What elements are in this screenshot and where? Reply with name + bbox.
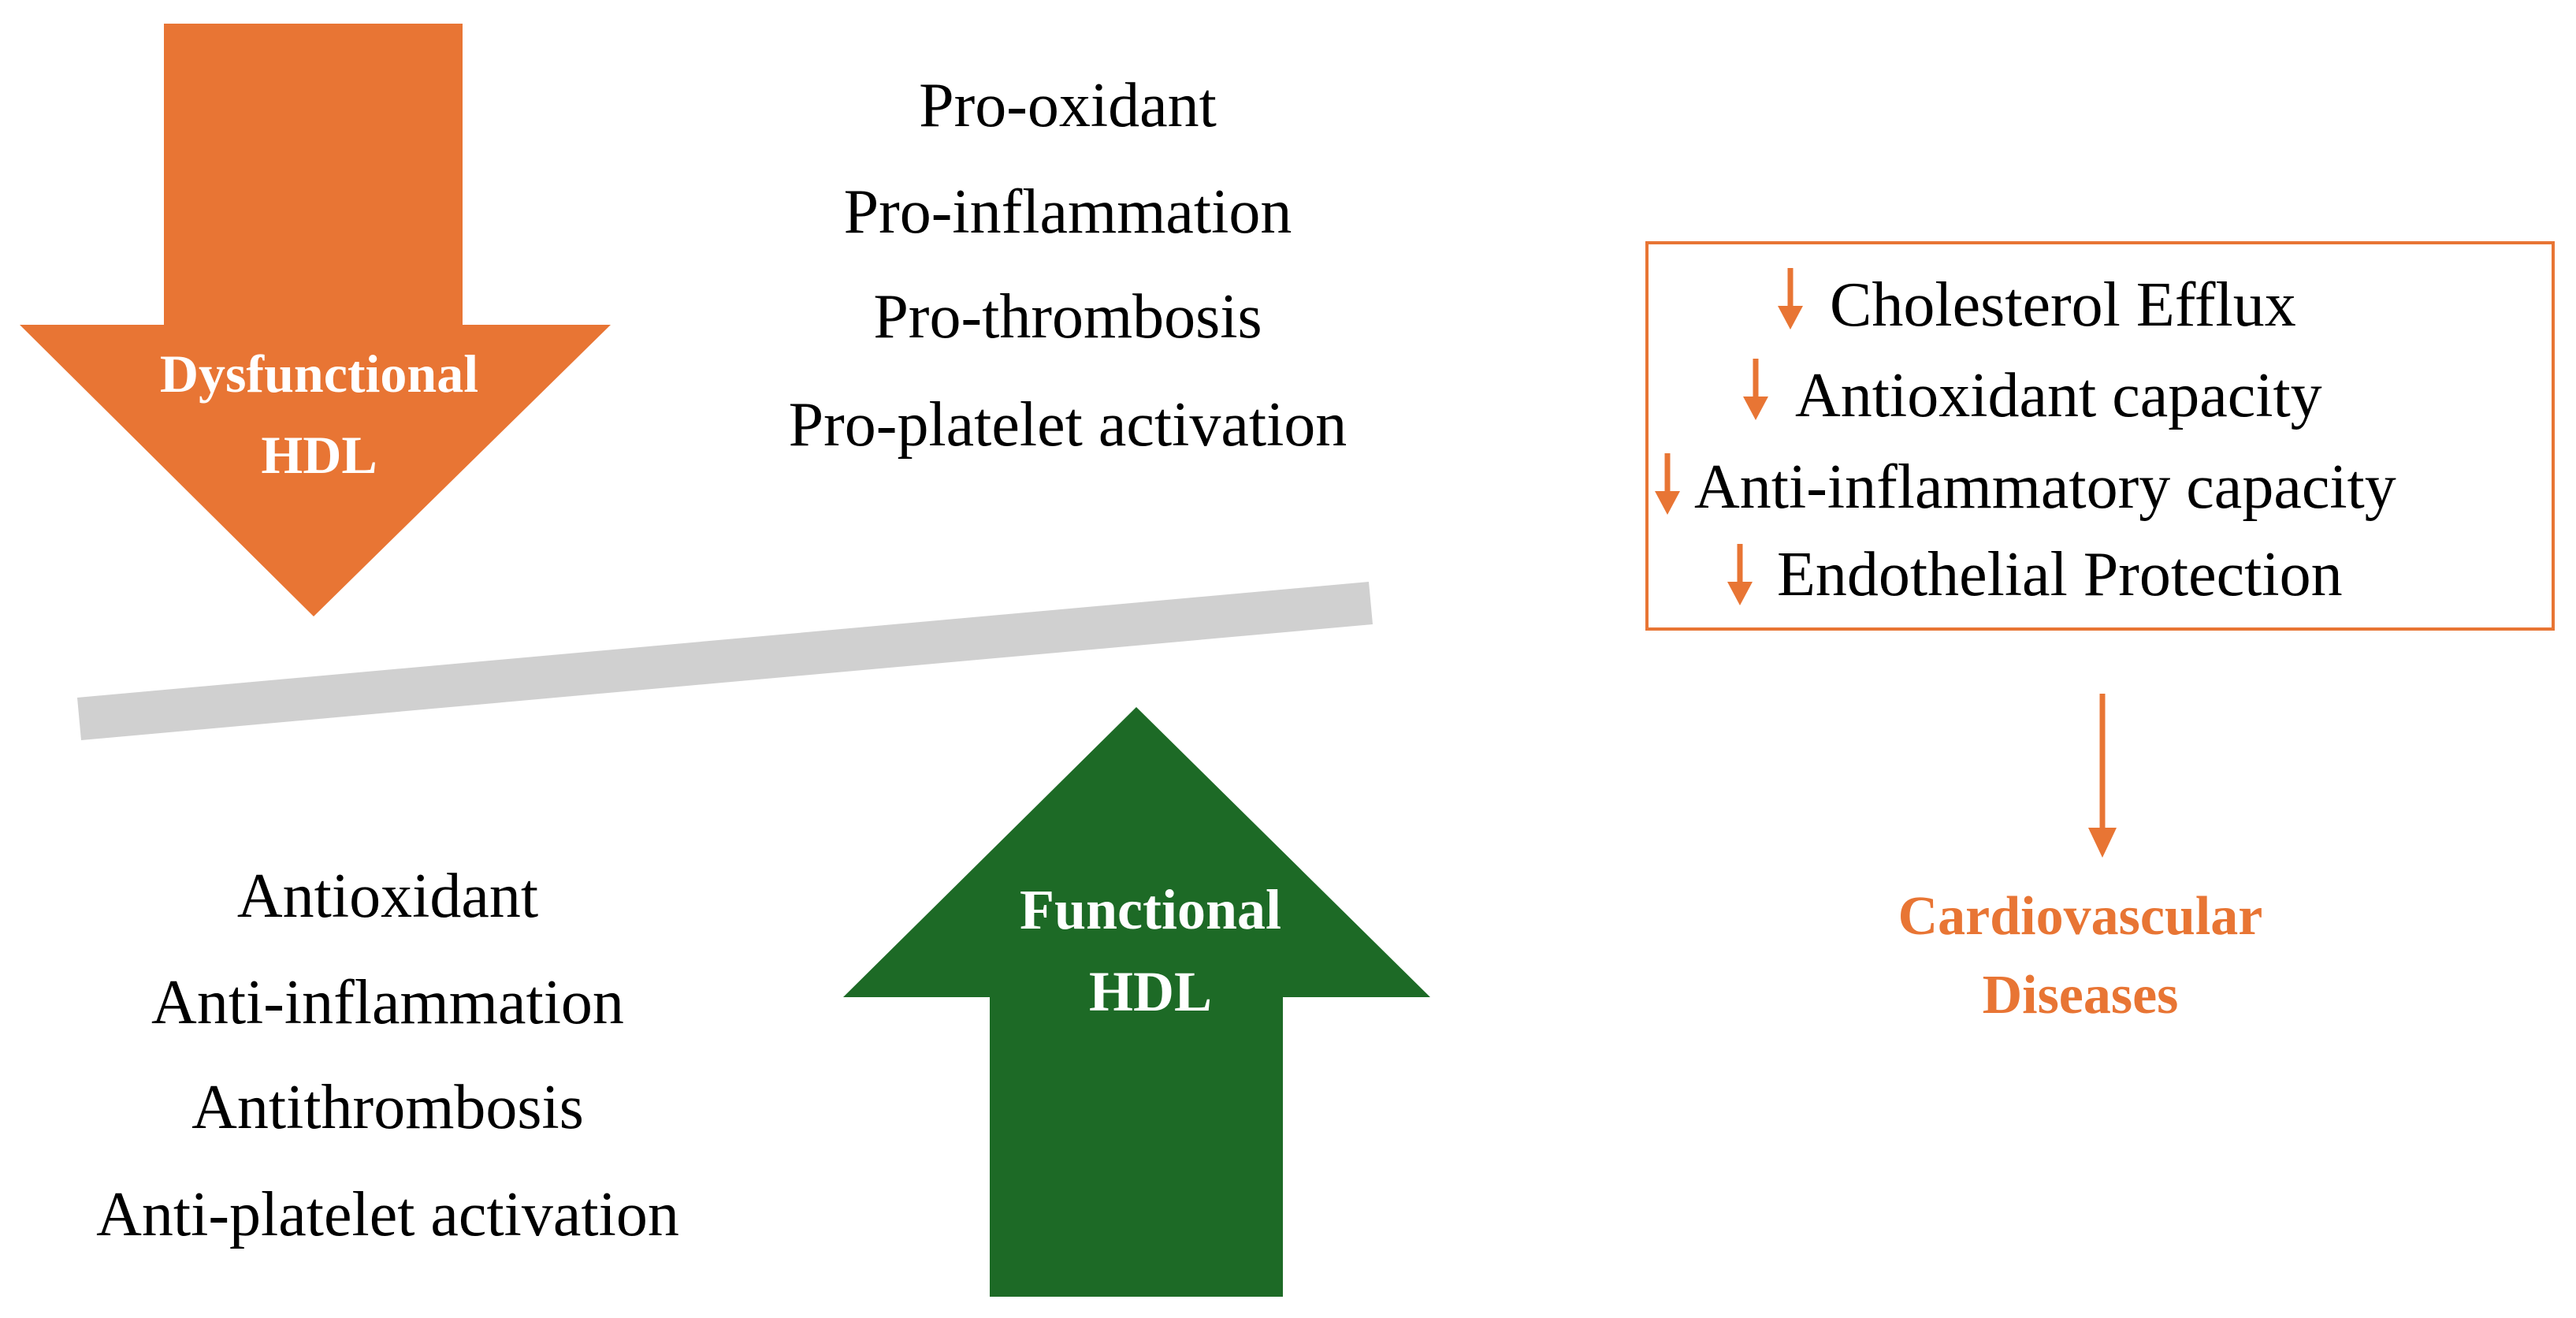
dysfunctional-property: Pro-thrombosis (873, 282, 1262, 352)
decrease-arrow-icon (1778, 268, 1803, 330)
functional-property: Antioxidant (237, 862, 538, 931)
reduced-functions-list: Cholesterol Efflux Antioxidant capacity … (1655, 268, 2396, 609)
decrease-arrow-icon (1727, 544, 1753, 605)
dysfunctional-hdl-label-line2: HDL (261, 425, 377, 485)
decrease-arrow-icon (1743, 359, 1768, 420)
functional-properties-list: Antioxidant Anti-inflammation Antithromb… (96, 862, 679, 1249)
functional-hdl-label-line1: Functional (1020, 878, 1281, 941)
decrease-arrow-icon (1655, 453, 1680, 515)
dysfunctional-property: Pro-inflammation (844, 177, 1292, 247)
reduced-functions-box (1645, 241, 2555, 631)
functional-hdl-up-arrow (843, 707, 1430, 1297)
leads-to-arrow-icon (2088, 694, 2117, 858)
outcome-line1: Cardiovascular (1898, 886, 2263, 947)
reduced-function-item: Anti-inflammatory capacity (1694, 452, 2396, 522)
functional-property: Anti-platelet activation (96, 1180, 679, 1249)
functional-property: Anti-inflammation (151, 968, 624, 1037)
functional-property: Antithrombosis (191, 1073, 584, 1142)
outcome-line2: Diseases (1983, 965, 2179, 1026)
dysfunctional-properties-list: Pro-oxidant Pro-inflammation Pro-thrombo… (789, 71, 1347, 460)
reduced-function-item: Cholesterol Efflux (1830, 270, 2296, 340)
functional-hdl-label-line2: HDL (1089, 960, 1212, 1023)
dysfunctional-hdl-down-arrow (20, 24, 611, 616)
dysfunctional-property: Pro-platelet activation (789, 390, 1347, 460)
dysfunctional-hdl-label-line1: Dysfunctional (160, 344, 478, 404)
balance-bar (77, 582, 1373, 740)
dysfunctional-property: Pro-oxidant (919, 71, 1217, 140)
reduced-function-item: Endothelial Protection (1777, 540, 2343, 609)
reduced-function-item: Antioxidant capacity (1795, 361, 2322, 430)
